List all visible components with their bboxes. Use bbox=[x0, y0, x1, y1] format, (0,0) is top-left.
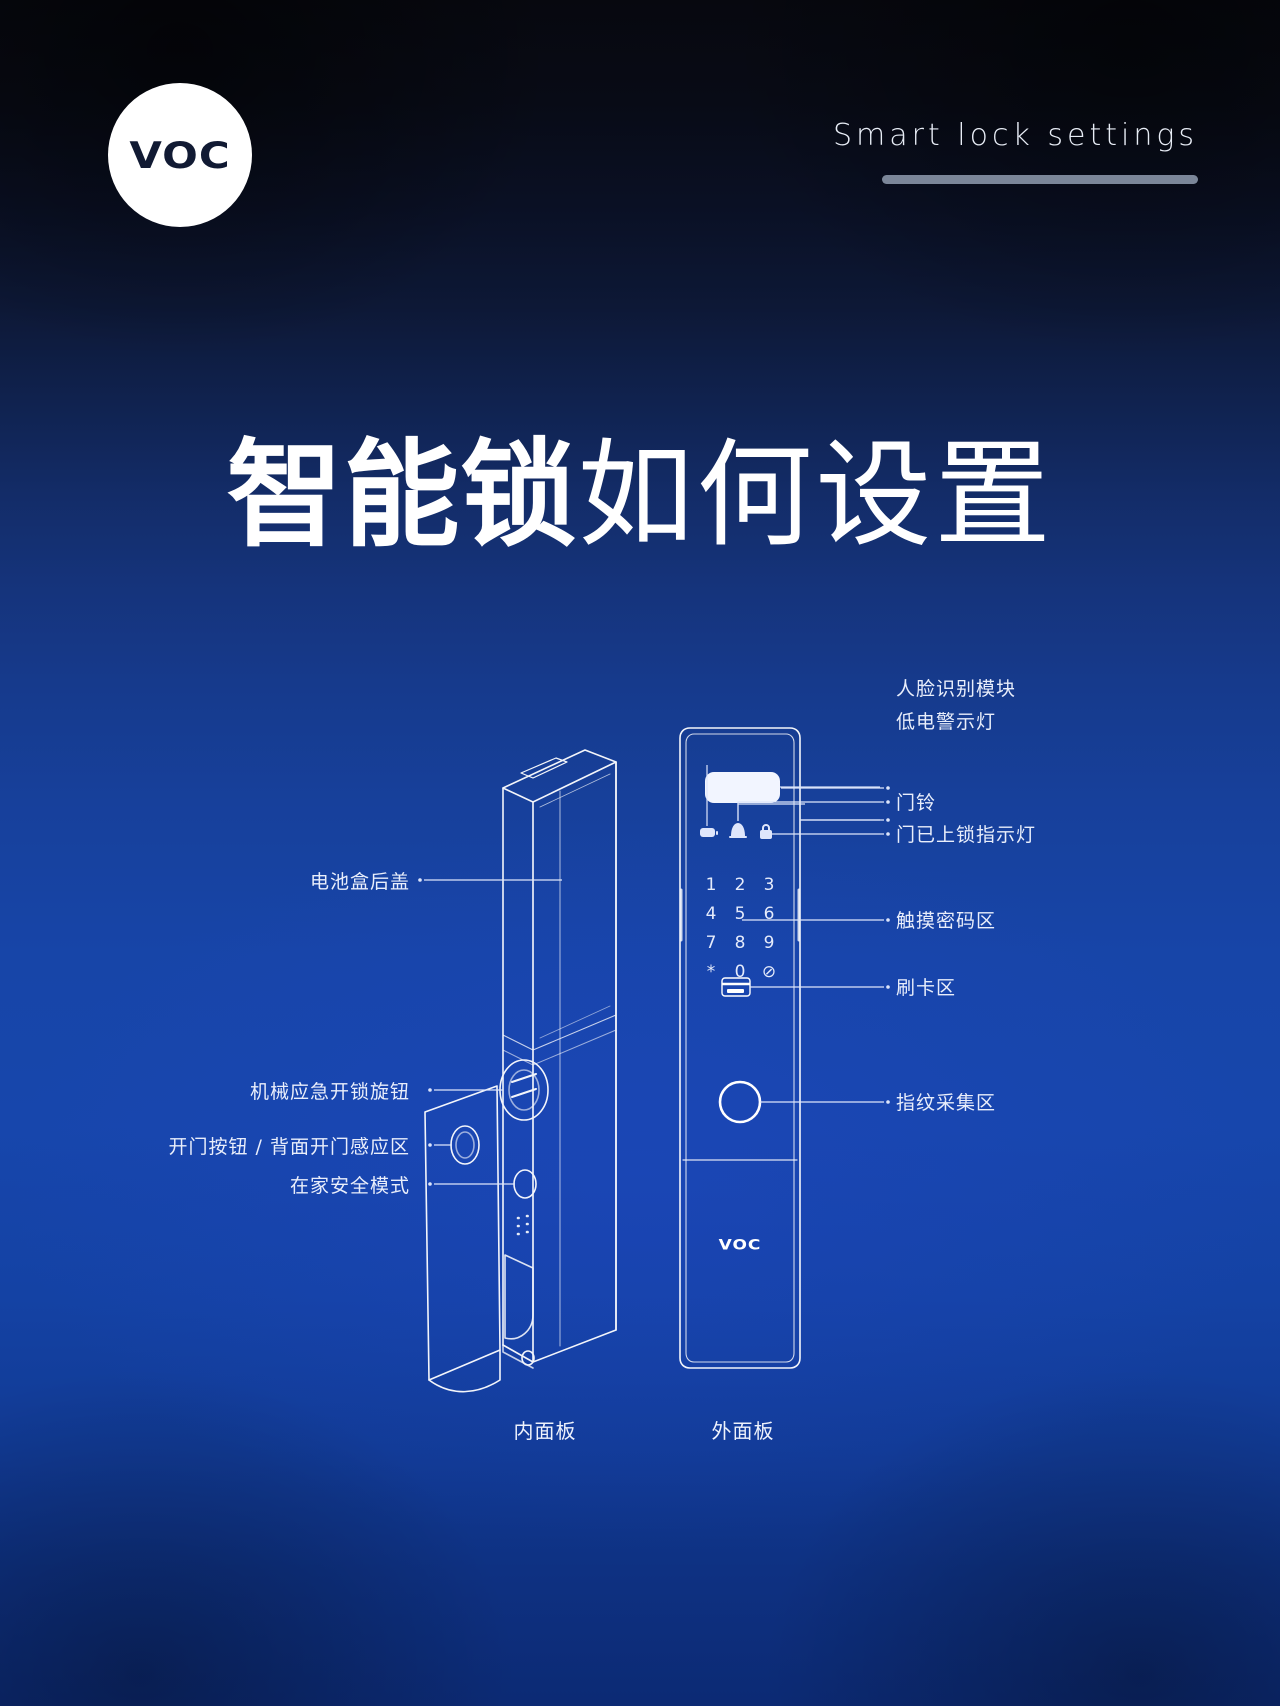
fingerprint-sensor-icon bbox=[718, 1080, 762, 1124]
keypad-key-2[interactable]: 2 bbox=[734, 875, 746, 895]
label-emergency-key-knob: 机械应急开锁旋钮 bbox=[249, 1081, 410, 1103]
vignette-bottom-right bbox=[760, 1366, 1280, 1706]
label-open-button: 开门按钮 / 背面开门感应区 bbox=[168, 1136, 410, 1158]
keypad-key-1[interactable]: 1 bbox=[705, 875, 717, 895]
low-battery-leader bbox=[706, 765, 708, 826]
header-title: Smart lock settings bbox=[833, 118, 1198, 153]
outer-panel-voc-logo: VOC bbox=[718, 1236, 762, 1254]
keypad-key-0[interactable]: 0 bbox=[734, 962, 746, 982]
voc-logo-text: VOC bbox=[129, 133, 231, 177]
keypad-key-star[interactable]: * bbox=[706, 962, 716, 982]
keypad-key-4[interactable]: 4 bbox=[705, 904, 717, 924]
keypad-key-9[interactable]: 9 bbox=[763, 933, 775, 953]
label-locked-indicator: 门已上锁指示灯 bbox=[896, 824, 1037, 846]
panel-name-inner: 内面板 bbox=[513, 1419, 577, 1443]
label-card-reader: 刷卡区 bbox=[896, 977, 957, 999]
page-title-light: 如何设置 bbox=[577, 428, 1054, 563]
inner-panel-drawing bbox=[424, 749, 617, 1393]
leader-lines bbox=[737, 800, 890, 1104]
header-divider bbox=[882, 175, 1198, 184]
label-home-safe-mode: 在家安全模式 bbox=[289, 1175, 410, 1197]
outer-panel-drawing bbox=[679, 727, 801, 1369]
keypad-key-3[interactable]: 3 bbox=[763, 875, 775, 895]
vignette-top-left bbox=[0, 0, 560, 360]
panel-name-outer: 外面板 bbox=[711, 1419, 775, 1443]
doorbell-icon bbox=[729, 823, 747, 838]
left-leader-lines bbox=[418, 878, 562, 1186]
keypad-row: * 0 ⊘ bbox=[697, 962, 783, 982]
card-reader-icon bbox=[721, 977, 751, 997]
keypad-key-8[interactable]: 8 bbox=[734, 933, 746, 953]
label-fingerprint: 指纹采集区 bbox=[896, 1092, 997, 1114]
vignette-bottom-left bbox=[0, 1366, 520, 1706]
label-battery-cover: 电池盒后盖 bbox=[309, 871, 410, 893]
keypad-key-6[interactable]: 6 bbox=[763, 904, 775, 924]
lock-line-art bbox=[418, 727, 890, 1393]
label-face-module: 人脸识别模块 bbox=[896, 678, 1017, 700]
door-locked-icon bbox=[760, 824, 772, 839]
label-touch-keypad: 触摸密码区 bbox=[896, 910, 997, 932]
keypad-key-5[interactable]: 5 bbox=[734, 904, 746, 924]
low-battery-icon bbox=[700, 828, 718, 837]
face-module-shape bbox=[705, 772, 780, 803]
keypad-key-7[interactable]: 7 bbox=[705, 933, 717, 953]
page-title-bold: 智能锁 bbox=[226, 428, 578, 563]
page-title: 智能锁如何设置 bbox=[0, 438, 1280, 554]
status-icons bbox=[700, 823, 772, 839]
keypad-key-clear[interactable]: ⊘ bbox=[761, 962, 777, 982]
label-doorbell: 门铃 bbox=[896, 792, 937, 814]
header-block: Smart lock settings bbox=[833, 118, 1198, 184]
label-low-battery-led: 低电警示灯 bbox=[896, 711, 997, 733]
callout-lines-2 bbox=[738, 802, 884, 820]
voc-logo: VOC bbox=[108, 83, 252, 227]
